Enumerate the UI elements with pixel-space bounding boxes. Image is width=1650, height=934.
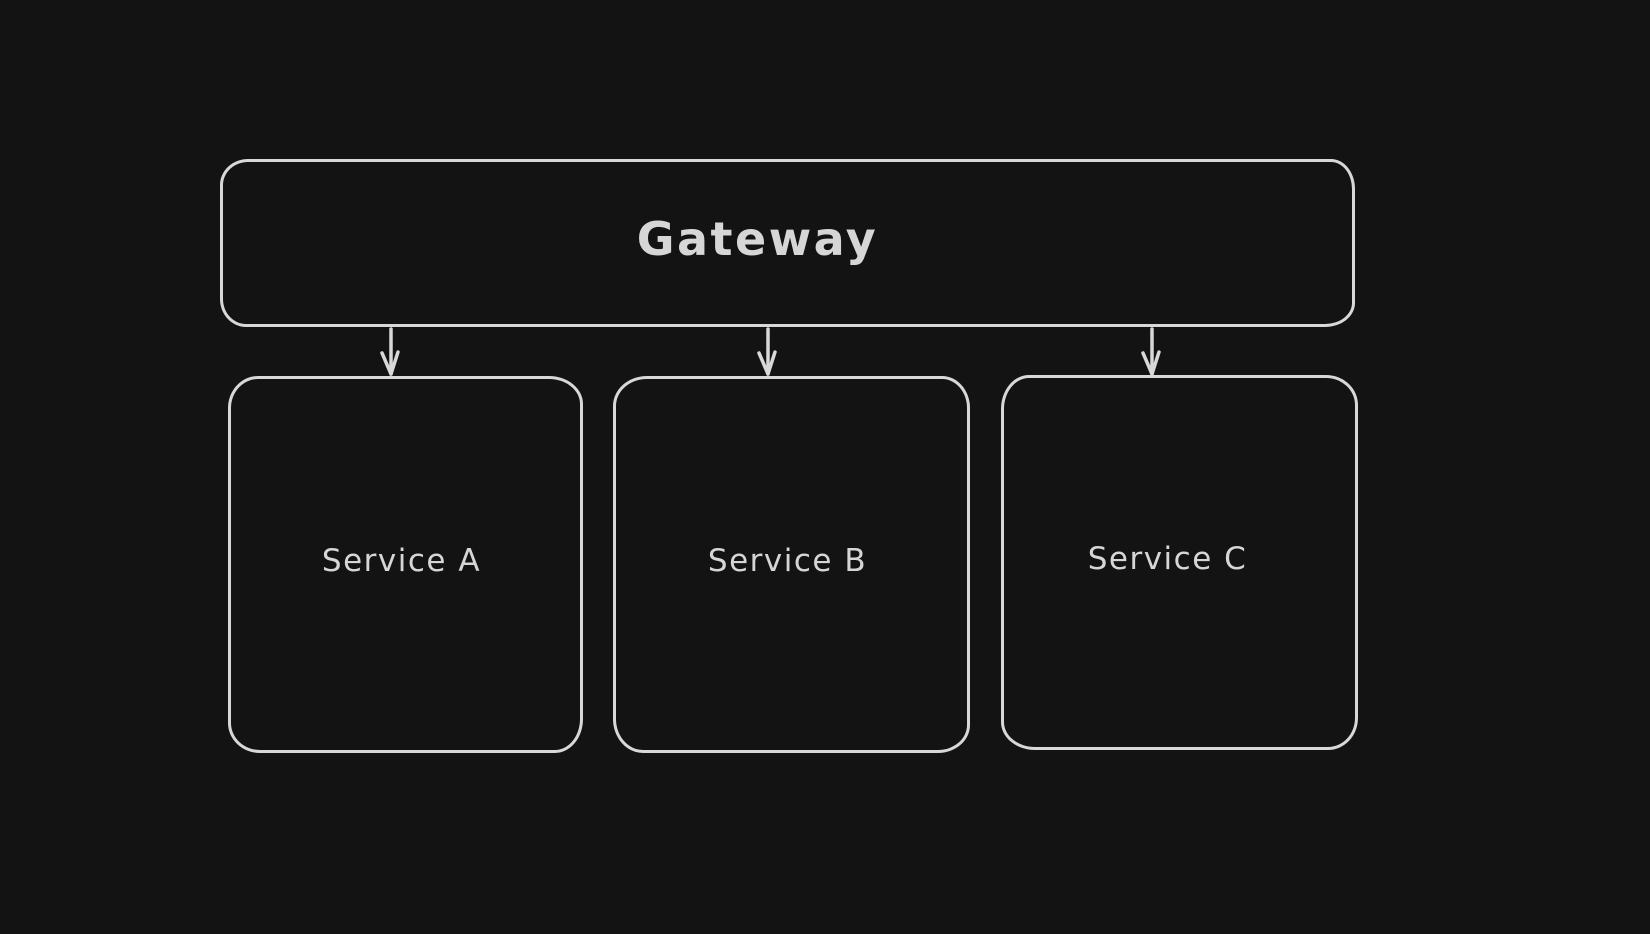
service-a-label: Service A bbox=[321, 542, 482, 579]
edge-gateway-to-service-c[interactable] bbox=[1141, 327, 1161, 376]
service-c-node[interactable]: Service C bbox=[1001, 375, 1358, 750]
gateway-node[interactable]: Gateway bbox=[220, 159, 1355, 327]
service-b-label: Service B bbox=[707, 542, 868, 579]
edge-gateway-to-service-b[interactable] bbox=[757, 327, 777, 376]
gateway-label: Gateway bbox=[636, 212, 879, 266]
edge-gateway-to-service-a[interactable] bbox=[380, 327, 400, 376]
service-c-label: Service C bbox=[1087, 540, 1248, 577]
service-b-node[interactable]: Service B bbox=[613, 376, 970, 753]
service-a-node[interactable]: Service A bbox=[228, 376, 583, 753]
